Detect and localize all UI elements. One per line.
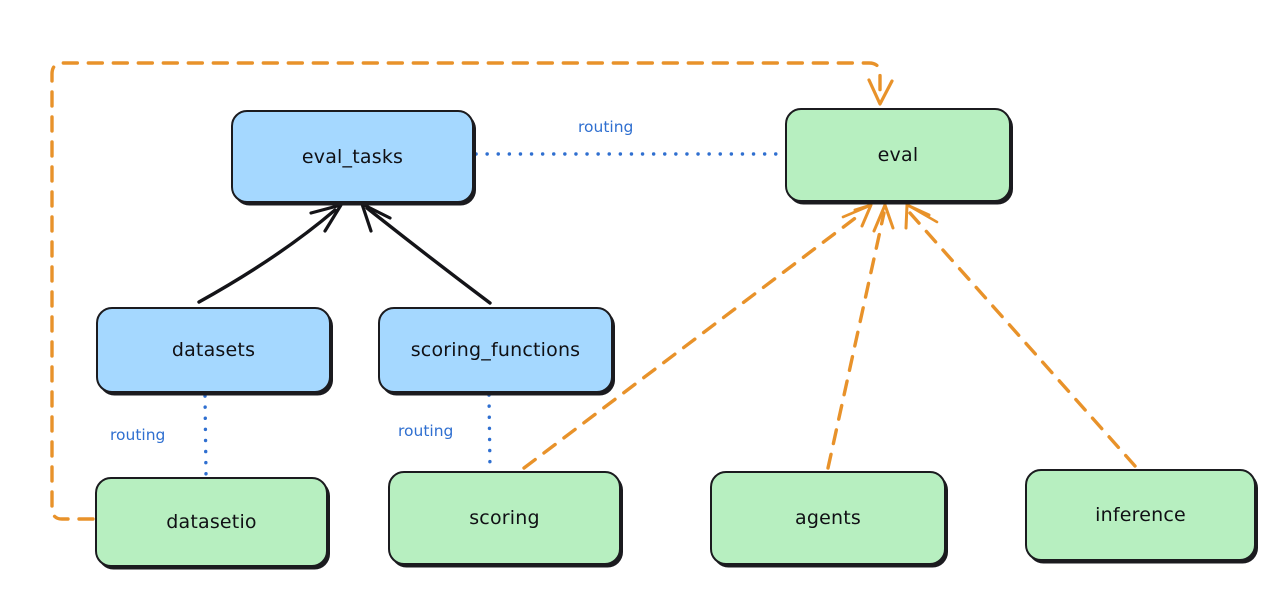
node-label-scoring: scoring: [469, 507, 540, 529]
edge-scoring_functions-scoring: [487, 393, 492, 471]
node-label-scoring-functions: scoring_functions: [410, 339, 581, 361]
node-agents[interactable]: agents: [710, 471, 946, 565]
node-scoring-functions[interactable]: scoring_functions: [378, 307, 613, 393]
node-datasets[interactable]: datasets: [96, 307, 331, 393]
node-label-inference: inference: [1095, 504, 1186, 526]
edge-datasets-datasetio: [203, 394, 208, 476]
edge-scoring_functions-eval_tasks: [360, 202, 492, 305]
node-label-agents: agents: [795, 507, 861, 529]
node-label-datasetio: datasetio: [166, 511, 257, 533]
edge-label-routing-left: routing: [110, 426, 166, 444]
edge-datasets-eval_tasks: [197, 203, 343, 304]
node-label-eval-tasks: eval_tasks: [301, 145, 404, 168]
node-eval[interactable]: eval: [785, 108, 1011, 202]
node-label-datasets: datasets: [171, 339, 256, 361]
node-label-eval: eval: [877, 144, 919, 166]
node-scoring[interactable]: scoring: [388, 471, 621, 565]
node-inference[interactable]: inference: [1025, 469, 1256, 561]
edge-label-routing-top: routing: [578, 118, 634, 136]
edge-label-routing-middle: routing: [398, 422, 454, 440]
edge-agents-eval: [826, 203, 895, 470]
edge-inference-eval: [904, 203, 1137, 468]
node-eval-tasks[interactable]: eval_tasks: [231, 110, 474, 203]
node-datasetio[interactable]: datasetio: [95, 477, 328, 567]
